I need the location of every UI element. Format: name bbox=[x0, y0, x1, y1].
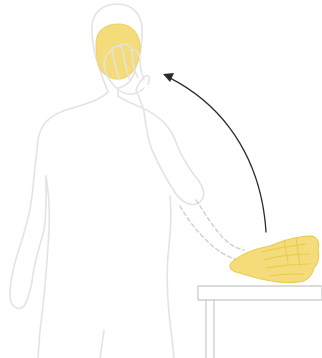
motion-arrow bbox=[163, 73, 266, 232]
table bbox=[198, 286, 322, 358]
face-highlight bbox=[96, 24, 140, 79]
dashed-arm-path bbox=[180, 200, 244, 260]
hand-resting-on-table bbox=[230, 236, 319, 283]
